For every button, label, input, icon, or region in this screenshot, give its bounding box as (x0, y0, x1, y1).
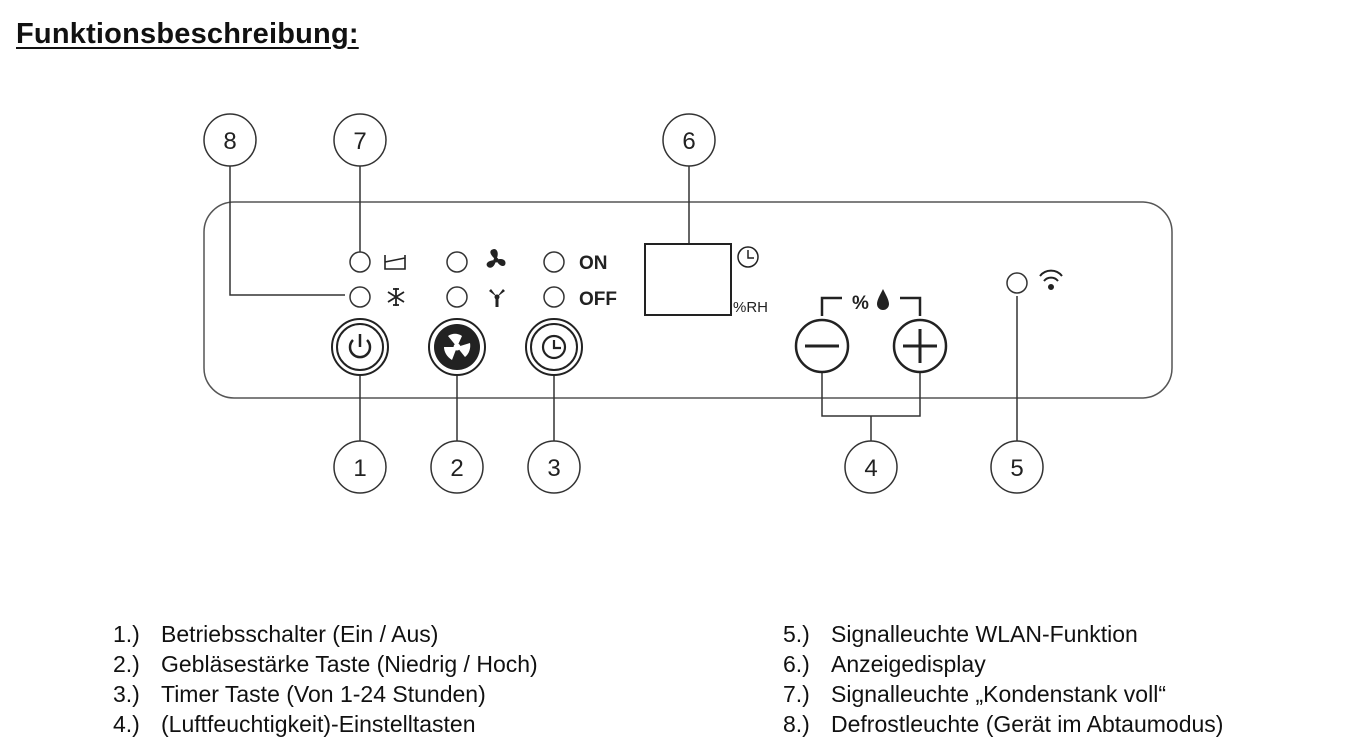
timer-button[interactable] (525, 318, 583, 376)
control-panel-diagram: 8 7 6 1 2 3 4 5 (203, 113, 1173, 494)
display-screen (644, 243, 732, 316)
humidity-minus-button[interactable] (794, 318, 850, 374)
legend-right: 5.) Signalleuchte WLAN-Funktion 6.) Anzeig… (783, 619, 1223, 739)
timer-off-led (543, 286, 565, 308)
callout-3-label: 3 (547, 455, 560, 482)
legend-number: 3.) (113, 681, 140, 707)
control-panel (203, 201, 1173, 399)
power-button[interactable] (331, 318, 389, 376)
legend-text: Betriebsschalter (Ein / Aus) (161, 621, 439, 647)
timer-off-label: OFF (579, 289, 617, 310)
callout-7 (333, 113, 387, 167)
callout-2 (430, 440, 484, 494)
plus-icon (903, 329, 937, 363)
legend-item: 7.) Signalleuchte „Kondenstank voll“ (783, 679, 1223, 709)
legend-number: 5.) (783, 621, 810, 647)
fan-low-icon (489, 289, 505, 307)
legend-text: Gebläsestärke Taste (Niedrig / Hoch) (161, 651, 538, 677)
page-title: Funktionsbeschreibung: (16, 18, 359, 50)
legend-number: 4.) (113, 711, 140, 737)
legend-number: 6.) (783, 651, 810, 677)
callout-1 (333, 440, 387, 494)
droplet-icon (877, 289, 889, 310)
timer-icon (541, 334, 567, 360)
timer-on-led (543, 251, 565, 273)
callout-6-label: 6 (682, 128, 695, 155)
leader-line-4 (821, 371, 921, 417)
callout-4 (844, 440, 898, 494)
callout-2-label: 2 (450, 455, 463, 482)
humidity-bracket (820, 296, 842, 316)
callout-8 (203, 113, 257, 167)
humidity-plus-button[interactable] (892, 318, 948, 374)
legend-number: 7.) (783, 681, 810, 707)
callout-7-label: 7 (353, 128, 366, 155)
fan-low-led (446, 286, 468, 308)
legend-item: 2.) Gebläsestärke Taste (Niedrig / Hoch) (113, 649, 538, 679)
legend-item: 6.) Anzeigedisplay (783, 649, 1223, 679)
legend-text: Signalleuchte WLAN-Funktion (831, 621, 1138, 647)
legend-item: 5.) Signalleuchte WLAN-Funktion (783, 619, 1223, 649)
wifi-icon (1039, 269, 1063, 290)
legend-text: Signalleuchte „Kondenstank voll“ (831, 681, 1166, 707)
callout-4-label: 4 (864, 455, 877, 482)
wifi-led (1006, 272, 1028, 294)
callout-8-label: 8 (223, 128, 236, 155)
callout-5 (990, 440, 1044, 494)
legend-text: Anzeigedisplay (831, 651, 986, 677)
legend-left: 1.) Betriebsschalter (Ein / Aus) 2.) Geblä… (113, 619, 538, 739)
tank-full-led (349, 251, 371, 273)
legend-number: 1.) (113, 621, 140, 647)
legend-text: Defrostleuchte (Gerät im Abtaumodus) (831, 711, 1224, 737)
callout-3 (527, 440, 581, 494)
fan-high-icon (486, 249, 506, 268)
legend-item: 4.) (Luftfeuchtigkeit)-Einstelltasten (113, 709, 538, 739)
callout-1-label: 1 (353, 455, 366, 482)
tank-icon (384, 255, 406, 270)
fan-icon (444, 333, 471, 360)
defrost-led (349, 286, 371, 308)
legend-text: (Luftfeuchtigkeit)-Einstelltasten (161, 711, 476, 737)
legend-number: 8.) (783, 711, 810, 737)
humidity-label: % (852, 293, 869, 314)
timer-on-label: ON (579, 253, 608, 274)
clock-icon (737, 246, 759, 268)
power-icon (348, 334, 372, 359)
callout-6 (662, 113, 716, 167)
legend-item: 1.) Betriebsschalter (Ein / Aus) (113, 619, 538, 649)
callout-5-label: 5 (1010, 455, 1023, 482)
snowflake-icon (387, 288, 405, 306)
legend-text: Timer Taste (Von 1-24 Stunden) (161, 681, 486, 707)
legend-number: 2.) (113, 651, 140, 677)
legend-item: 8.) Defrostleuchte (Gerät im Abtaumodus) (783, 709, 1223, 739)
display-unit-label: %RH (733, 299, 768, 316)
leader-line-8 (229, 166, 345, 296)
fan-speed-button[interactable] (428, 318, 486, 376)
humidity-bracket-right (900, 296, 922, 316)
fan-high-led (446, 251, 468, 273)
legend-item: 3.) Timer Taste (Von 1-24 Stunden) (113, 679, 538, 709)
